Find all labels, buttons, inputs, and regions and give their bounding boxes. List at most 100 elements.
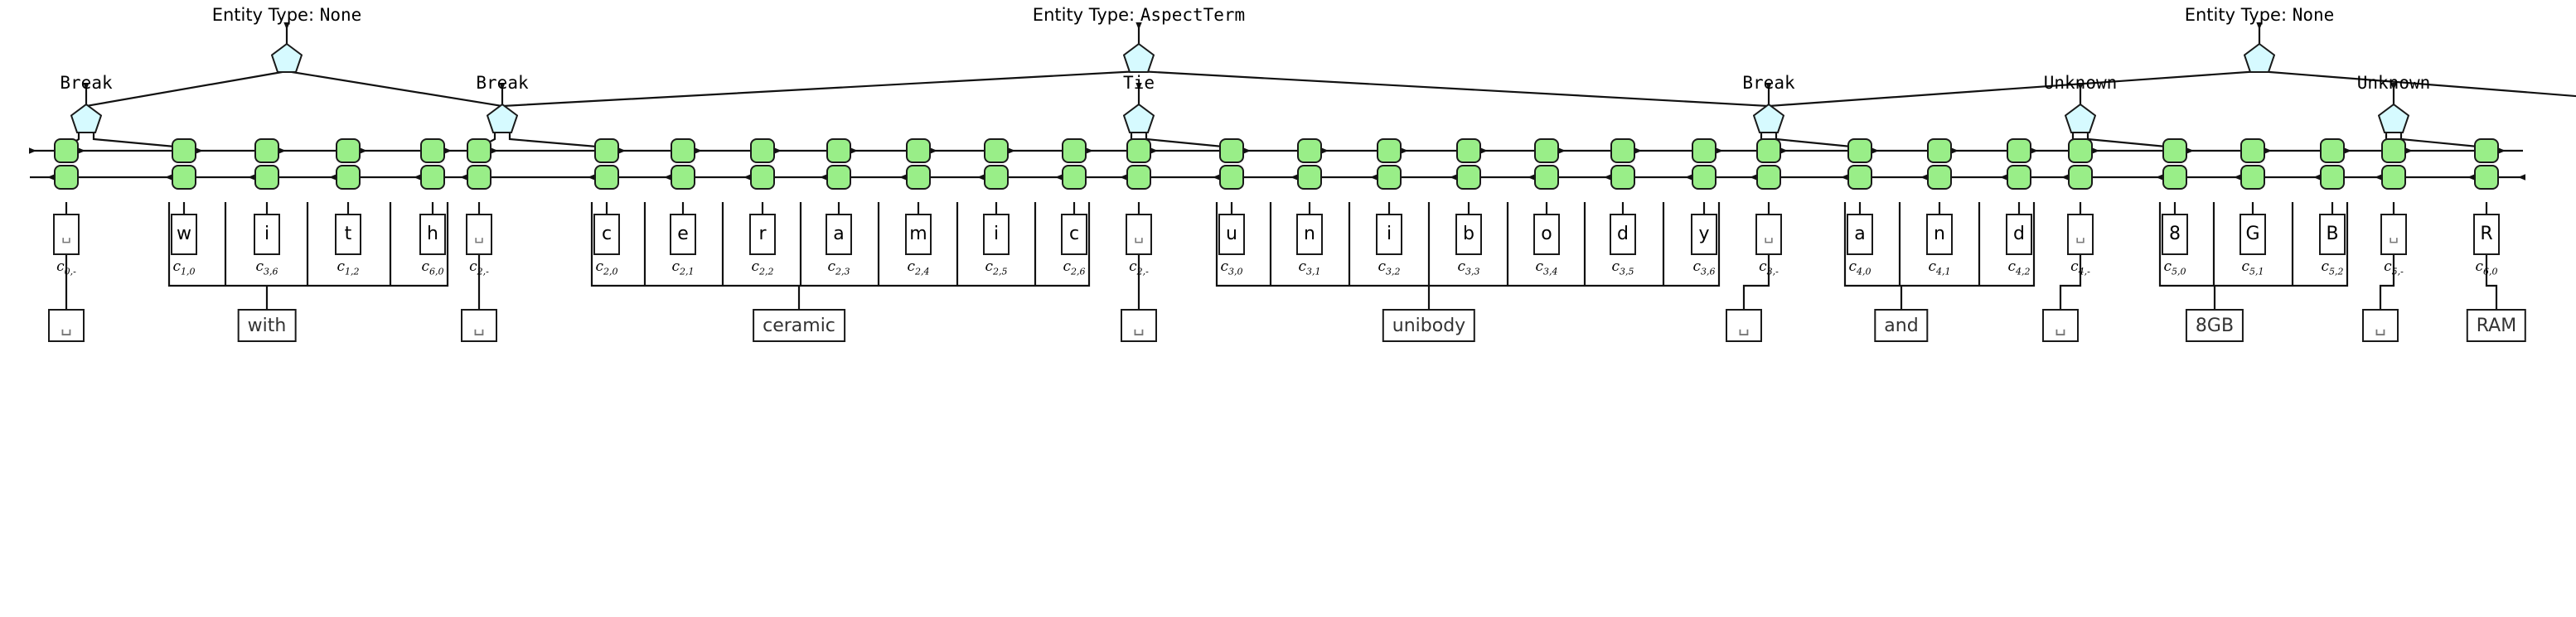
action-label-break-2: Break [476,73,529,93]
character-index-label: c2,1 [671,258,695,277]
character-index-label: c3,6 [255,258,278,277]
backward-rnn-cell [1927,138,1952,163]
character-box: y [1691,214,1717,255]
character-box: ␣ [2380,214,2407,255]
character-index-label: c4,1 [1928,258,1951,277]
entity-type-prefix: Entity Type: [211,5,320,25]
forward-rnn-cell [1377,165,1402,190]
forward-rnn-cell [2007,165,2031,190]
character-index-label: c2,- [1129,258,1149,277]
action-label-break-1: Break [60,73,113,93]
character-box: i [254,214,280,255]
character-box: R [2473,214,2500,255]
action-label-break-4: Break [1742,73,1795,93]
character-box: a [826,214,852,255]
character-index-label: c2,3 [827,258,850,277]
backward-rnn-cell [254,138,279,163]
character-index-label: c4,2 [2007,258,2031,277]
forward-rnn-cell [1062,165,1087,190]
action-label-unknown-6: Unknown [2356,73,2431,93]
character-box: t [335,214,361,255]
character-index-label: c4,- [2070,258,2090,277]
character-index-label: c3,- [1759,258,1779,277]
character-box: c [593,214,620,255]
forward-rnn-cell [1756,165,1781,190]
character-box: ␣ [1126,214,1152,255]
character-box: m [905,214,932,255]
action-label-tie-3: Tie [1123,73,1155,93]
backward-rnn-cell [1610,138,1635,163]
backward-rnn-cell [2007,138,2031,163]
character-box: u [1218,214,1245,255]
forward-rnn-cell [1692,165,1717,190]
character-box: B [2319,214,2346,255]
character-index-label: c3,5 [1611,258,1634,277]
backward-rnn-cell [1456,138,1481,163]
entity-type-prefix: Entity Type: [2184,5,2293,25]
character-index-label: c4,0 [1848,258,1871,277]
character-box: i [983,214,1010,255]
character-index-label: c0,- [56,258,76,277]
character-index-label: c3,0 [1220,258,1243,277]
character-box: ␣ [2067,214,2094,255]
backward-rnn-cell [2474,138,2499,163]
word-box: with [237,309,297,342]
forward-rnn-cell [826,165,851,190]
entity-type-label-2: Entity Type: AspectTerm [1033,5,1245,25]
character-box: 8 [2162,214,2188,255]
word-box: RAM [2466,309,2527,342]
entity-type-value: AspectTerm [1140,5,1246,25]
backward-rnn-cell [750,138,775,163]
action-label-unknown-5: Unknown [2043,73,2118,93]
forward-rnn-cell [1456,165,1481,190]
action-pentagon-unknown-2 [2378,104,2409,133]
character-index-label: c3,3 [1457,258,1480,277]
character-index-label: c1,2 [337,258,360,277]
character-box: ␣ [466,214,492,255]
character-box: w [171,214,197,255]
forward-rnn-cell [336,165,361,190]
action-pentagon-break-3 [1753,104,1784,133]
backward-rnn-cell [2162,138,2187,163]
backward-rnn-cell [2381,138,2406,163]
forward-rnn-cell [750,165,775,190]
forward-rnn-cell [2240,165,2265,190]
backward-rnn-cell [2068,138,2093,163]
character-box: ␣ [1755,214,1782,255]
character-box: n [1296,214,1323,255]
character-index-label: c3,2 [1378,258,1401,277]
character-index-label: c5,0 [2163,258,2186,277]
character-box: a [1847,214,1873,255]
forward-rnn-cell [420,165,445,190]
entity-pentagon-3 [2244,43,2275,73]
backward-rnn-cell [1126,138,1151,163]
action-pentagon-unknown-1 [2065,104,2096,133]
character-index-label: c2,0 [595,258,618,277]
backward-rnn-cell [336,138,361,163]
forward-rnn-cell [671,165,695,190]
character-index-label: c3,4 [1535,258,1558,277]
backward-rnn-cell [671,138,695,163]
character-box: n [1926,214,1953,255]
character-index-label: c5,1 [2241,258,2264,277]
character-index-label: c2,- [469,258,489,277]
word-box: ␣ [1726,309,1762,342]
character-box: i [1376,214,1402,255]
backward-rnn-cell [1062,138,1087,163]
forward-rnn-cell [984,165,1009,190]
forward-rnn-cell [172,165,196,190]
entity-type-value: None [319,5,362,25]
character-box: e [670,214,696,255]
word-box: ␣ [2042,309,2079,342]
character-index-label: c2,2 [751,258,774,277]
entity-type-label-1: Entity Type: None [212,5,362,25]
forward-rnn-cell [2381,165,2406,190]
action-pentagon-break-1 [70,104,102,133]
backward-rnn-cell [54,138,79,163]
character-box: r [749,214,776,255]
character-index-label: c3,1 [1298,258,1321,277]
backward-rnn-cell [1297,138,1322,163]
forward-rnn-cell [1534,165,1559,190]
character-index-label: c1,0 [172,258,196,277]
